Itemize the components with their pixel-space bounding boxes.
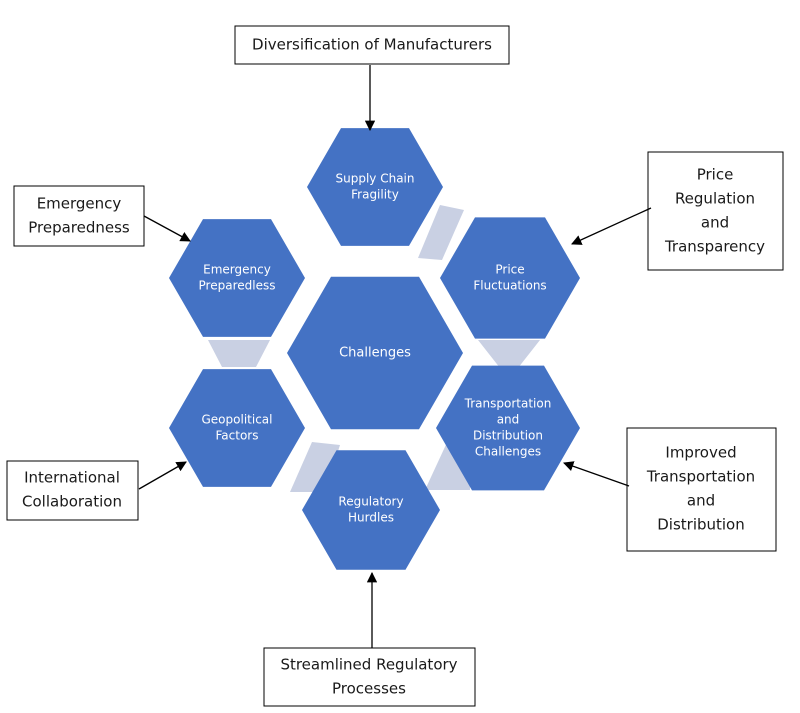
hexagon-supply-label: Fragility: [351, 188, 399, 202]
hexagon-emergency: [169, 219, 305, 337]
hexagon-geo-label: Geopolitical: [202, 413, 273, 427]
hexagon-emergency-label: Emergency: [203, 263, 271, 277]
hexagon-challenges-label: Challenges: [339, 346, 411, 361]
connector-shape-1: [418, 205, 464, 260]
solution-box-streamlined-label: Processes: [332, 680, 406, 698]
hexagon-transport-label: Transportation: [464, 397, 552, 411]
arrow-price-regulation: [571, 207, 652, 245]
solution-box-emergency-prep-label: Emergency: [37, 195, 122, 213]
hexagon-supply: [307, 128, 443, 246]
hexagon-emergency-label: Preparedless: [199, 279, 276, 293]
solution-box-improved-transport: [626, 427, 777, 552]
hexagon-transport-label: and: [497, 413, 520, 427]
connector-shape-2: [478, 340, 540, 368]
solution-box-streamlined-label: Streamlined Regulatory: [280, 656, 457, 674]
solution-box-improved-transport-label: Distribution: [657, 516, 745, 534]
hexagon-geo-label: Factors: [216, 429, 259, 443]
hexagon-transport: [436, 365, 580, 491]
solution-box-international: [6, 460, 139, 521]
arrow-improved-transport: [563, 461, 630, 487]
hexagon-price: [440, 217, 580, 339]
arrow-international: [138, 461, 187, 490]
hexagon-transport-label: Challenges: [475, 445, 541, 459]
hexagon-regulatory: [302, 450, 440, 570]
solution-box-price-regulation-label: Price: [697, 166, 734, 184]
hexagon-regulatory-label: Hurdles: [348, 511, 394, 525]
hexagon-price-label: Fluctuations: [473, 279, 546, 293]
solution-box-emergency-prep-label: Preparedness: [28, 219, 130, 237]
connector-shape-3: [208, 340, 270, 367]
solution-box-international-label: International: [24, 469, 120, 487]
solution-box-diversification: [234, 25, 510, 65]
solution-box-emergency-prep: [13, 185, 145, 247]
solution-box-improved-transport-label: Improved: [665, 444, 736, 462]
solution-box-price-regulation: [647, 151, 784, 271]
hexagon-supply-label: Supply Chain: [336, 172, 415, 186]
solution-box-improved-transport-label: and: [687, 492, 715, 510]
solution-box-price-regulation-label: Regulation: [675, 190, 755, 208]
hexagon-price-label: Price: [495, 263, 524, 277]
solution-box-streamlined: [263, 647, 476, 707]
arrow-emergency-prep: [143, 215, 191, 242]
hexagon-geo: [169, 369, 305, 487]
hexagon-transport-label: Distribution: [473, 429, 543, 443]
solution-box-price-regulation-label: Transparency: [664, 238, 765, 256]
solution-box-improved-transport-label: Transportation: [646, 468, 755, 486]
solution-box-diversification-label: Diversification of Manufacturers: [252, 36, 492, 54]
solution-box-international-label: Collaboration: [22, 493, 122, 511]
solution-box-price-regulation-label: and: [701, 214, 729, 232]
hexagon-regulatory-label: Regulatory: [338, 495, 403, 509]
hexagon-challenges: [287, 276, 463, 430]
